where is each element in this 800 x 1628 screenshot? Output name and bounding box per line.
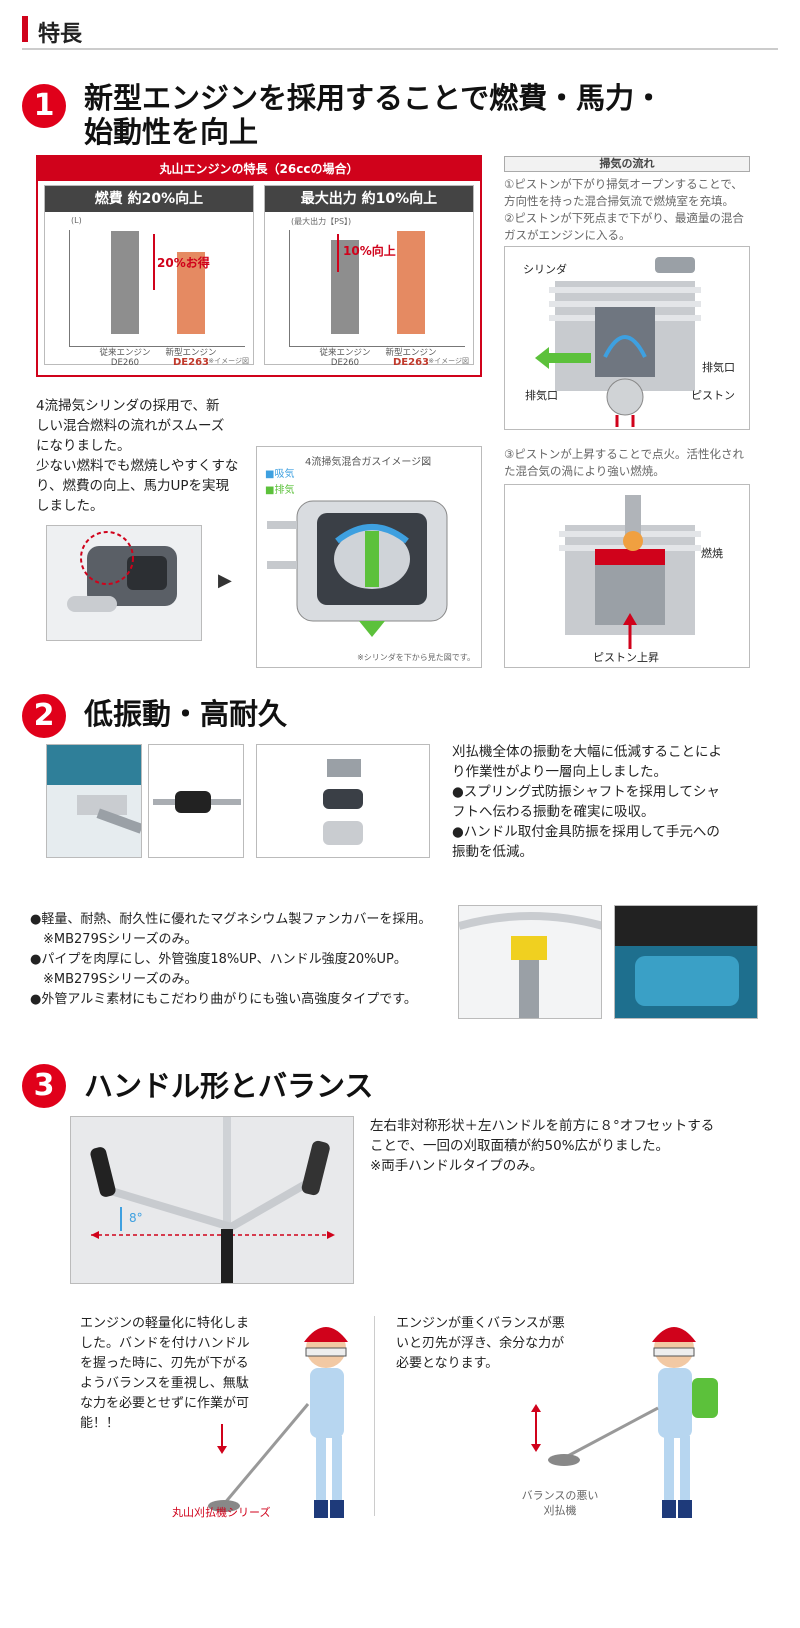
flow-steps-1-2: ①ピストンが下がり掃気オープンすることで、 方向性を持った混合掃気流で燃焼室を充… xyxy=(504,177,744,242)
fuel-unit: (L) xyxy=(71,216,82,225)
balance-good-text: エンジンの軽量化に特化しま した。バンドを付けハンドル を握った時に、刃先が下が… xyxy=(80,1316,250,1431)
section3-number-badge: 3 xyxy=(22,1064,66,1108)
fuel-x-axis xyxy=(69,346,245,347)
label-piston: ピストン xyxy=(691,389,735,402)
vibration-photo-2 xyxy=(148,744,244,858)
label-piston-up: ピストン上昇 xyxy=(593,651,659,664)
vibration-photo-3 xyxy=(256,744,430,858)
section1-description: 4流掃気シリンダの採用で、新 しい混合燃料の流れがスムーズ になりました。 少な… xyxy=(36,398,239,514)
label-exhaust: 排気口 xyxy=(702,361,735,374)
power-y-axis xyxy=(289,230,290,346)
section2-bullets: ●軽量、耐熱、耐久性に優れたマグネシウム製ファンカバーを採用。 ※MB279Sシ… xyxy=(30,912,432,1007)
handle-bracket-photo xyxy=(458,905,602,1019)
section-header: 特長 xyxy=(22,14,778,50)
label-combustion: 燃焼 xyxy=(701,547,723,560)
engine-photo xyxy=(46,525,202,641)
worker-good-balance-illustration xyxy=(208,1327,348,1518)
balance-good-caption: 丸山刈払機シリーズ xyxy=(172,1506,271,1519)
scavenging-illustration-1: シリンダ 排気口 排気口 ピストン xyxy=(504,246,750,430)
section1-title-line1: 新型エンジンを採用することで燃費・馬力・ xyxy=(84,81,664,115)
fuel-y-axis xyxy=(69,230,70,346)
power-note: ※イメージ図 xyxy=(428,357,469,365)
section1-number-badge: 1 xyxy=(22,84,66,128)
cylinder-bottom-illustration xyxy=(267,500,448,637)
fuel-callout-arrow xyxy=(153,234,155,290)
fuel-callout: 20%お得 xyxy=(157,256,210,270)
header-accent-bar xyxy=(22,16,28,42)
balance-divider xyxy=(374,1316,375,1516)
balance-bad-caption: バランスの悪い 刈払機 xyxy=(521,1489,599,1517)
worker-bad-balance-illustration xyxy=(531,1327,718,1518)
engine-features-panel: 丸山エンジンの特長（26ccの場合） 燃費 約20%向上 (L) 20%お得 従… xyxy=(36,155,482,377)
scavenging-illustration-2: 燃焼 ピストン上昇 xyxy=(504,484,750,668)
angle-label: 8° xyxy=(129,1211,143,1225)
flow-step-3: ③ピストンが上昇することで点火。活性化され た混合気の渦により強い燃焼。 xyxy=(504,447,744,478)
label-exhaust-port: 排気口 xyxy=(525,389,558,402)
section2-description: 刈払機全体の振動を大幅に低減することによ り作業性がより一層向上しました。 ●ス… xyxy=(452,744,722,860)
fuel-bar-old xyxy=(111,231,139,334)
fuel-note: ※イメージ図 xyxy=(208,357,249,365)
gas-legend-intake: ■吸気 xyxy=(265,469,295,480)
handle-illustration: 8° xyxy=(70,1116,354,1284)
section2-number-badge: 2 xyxy=(22,694,66,738)
power-bar-new xyxy=(397,231,425,334)
power-x-axis xyxy=(289,346,465,347)
power-unit: (最大出力【PS】) xyxy=(291,217,352,226)
section1-title-line2: 始動性を向上 xyxy=(84,115,259,149)
section2-title: 低振動・高耐久 xyxy=(84,697,288,731)
gas-image-panel: 4流掃気混合ガスイメージ図 ■吸気 ■排気 ※シリンダを下から見た図です。 xyxy=(256,446,482,668)
fuel-bar-new xyxy=(177,252,205,334)
power-chart-title: 最大出力 約10%向上 xyxy=(265,186,473,212)
gas-legend-exhaust: ■排気 xyxy=(265,485,295,496)
flow-title: 掃気の流れ xyxy=(504,156,750,172)
header-title: 特長 xyxy=(38,22,83,47)
balance-bad-text: エンジンが重くバランスが悪 いと刃先が浮き、余分な力が 必要となります。 xyxy=(396,1316,565,1371)
label-cylinder: シリンダ xyxy=(523,263,567,276)
engine-features-heading: 丸山エンジンの特長（26ccの場合） xyxy=(38,157,480,181)
fan-cover-photo xyxy=(614,905,758,1019)
gas-image-note: ※シリンダを下から見た図です。 xyxy=(357,653,475,662)
gas-image-title: 4流掃気混合ガスイメージ図 xyxy=(305,457,432,468)
arrow-right-icon: ▶ xyxy=(218,570,232,591)
power-bar-old xyxy=(331,240,359,334)
section3-description: 左右非対称形状＋左ハンドルを前方に８°オフセットする ことで、一回の刈取面積が約… xyxy=(370,1118,715,1174)
vibration-photo-1 xyxy=(46,744,142,858)
power-callout: 10%向上 xyxy=(343,244,396,258)
power-callout-arrow xyxy=(337,234,339,272)
section3-title: ハンドル形とバランス xyxy=(84,1069,374,1103)
fuel-chart-title: 燃費 約20%向上 xyxy=(45,186,253,212)
